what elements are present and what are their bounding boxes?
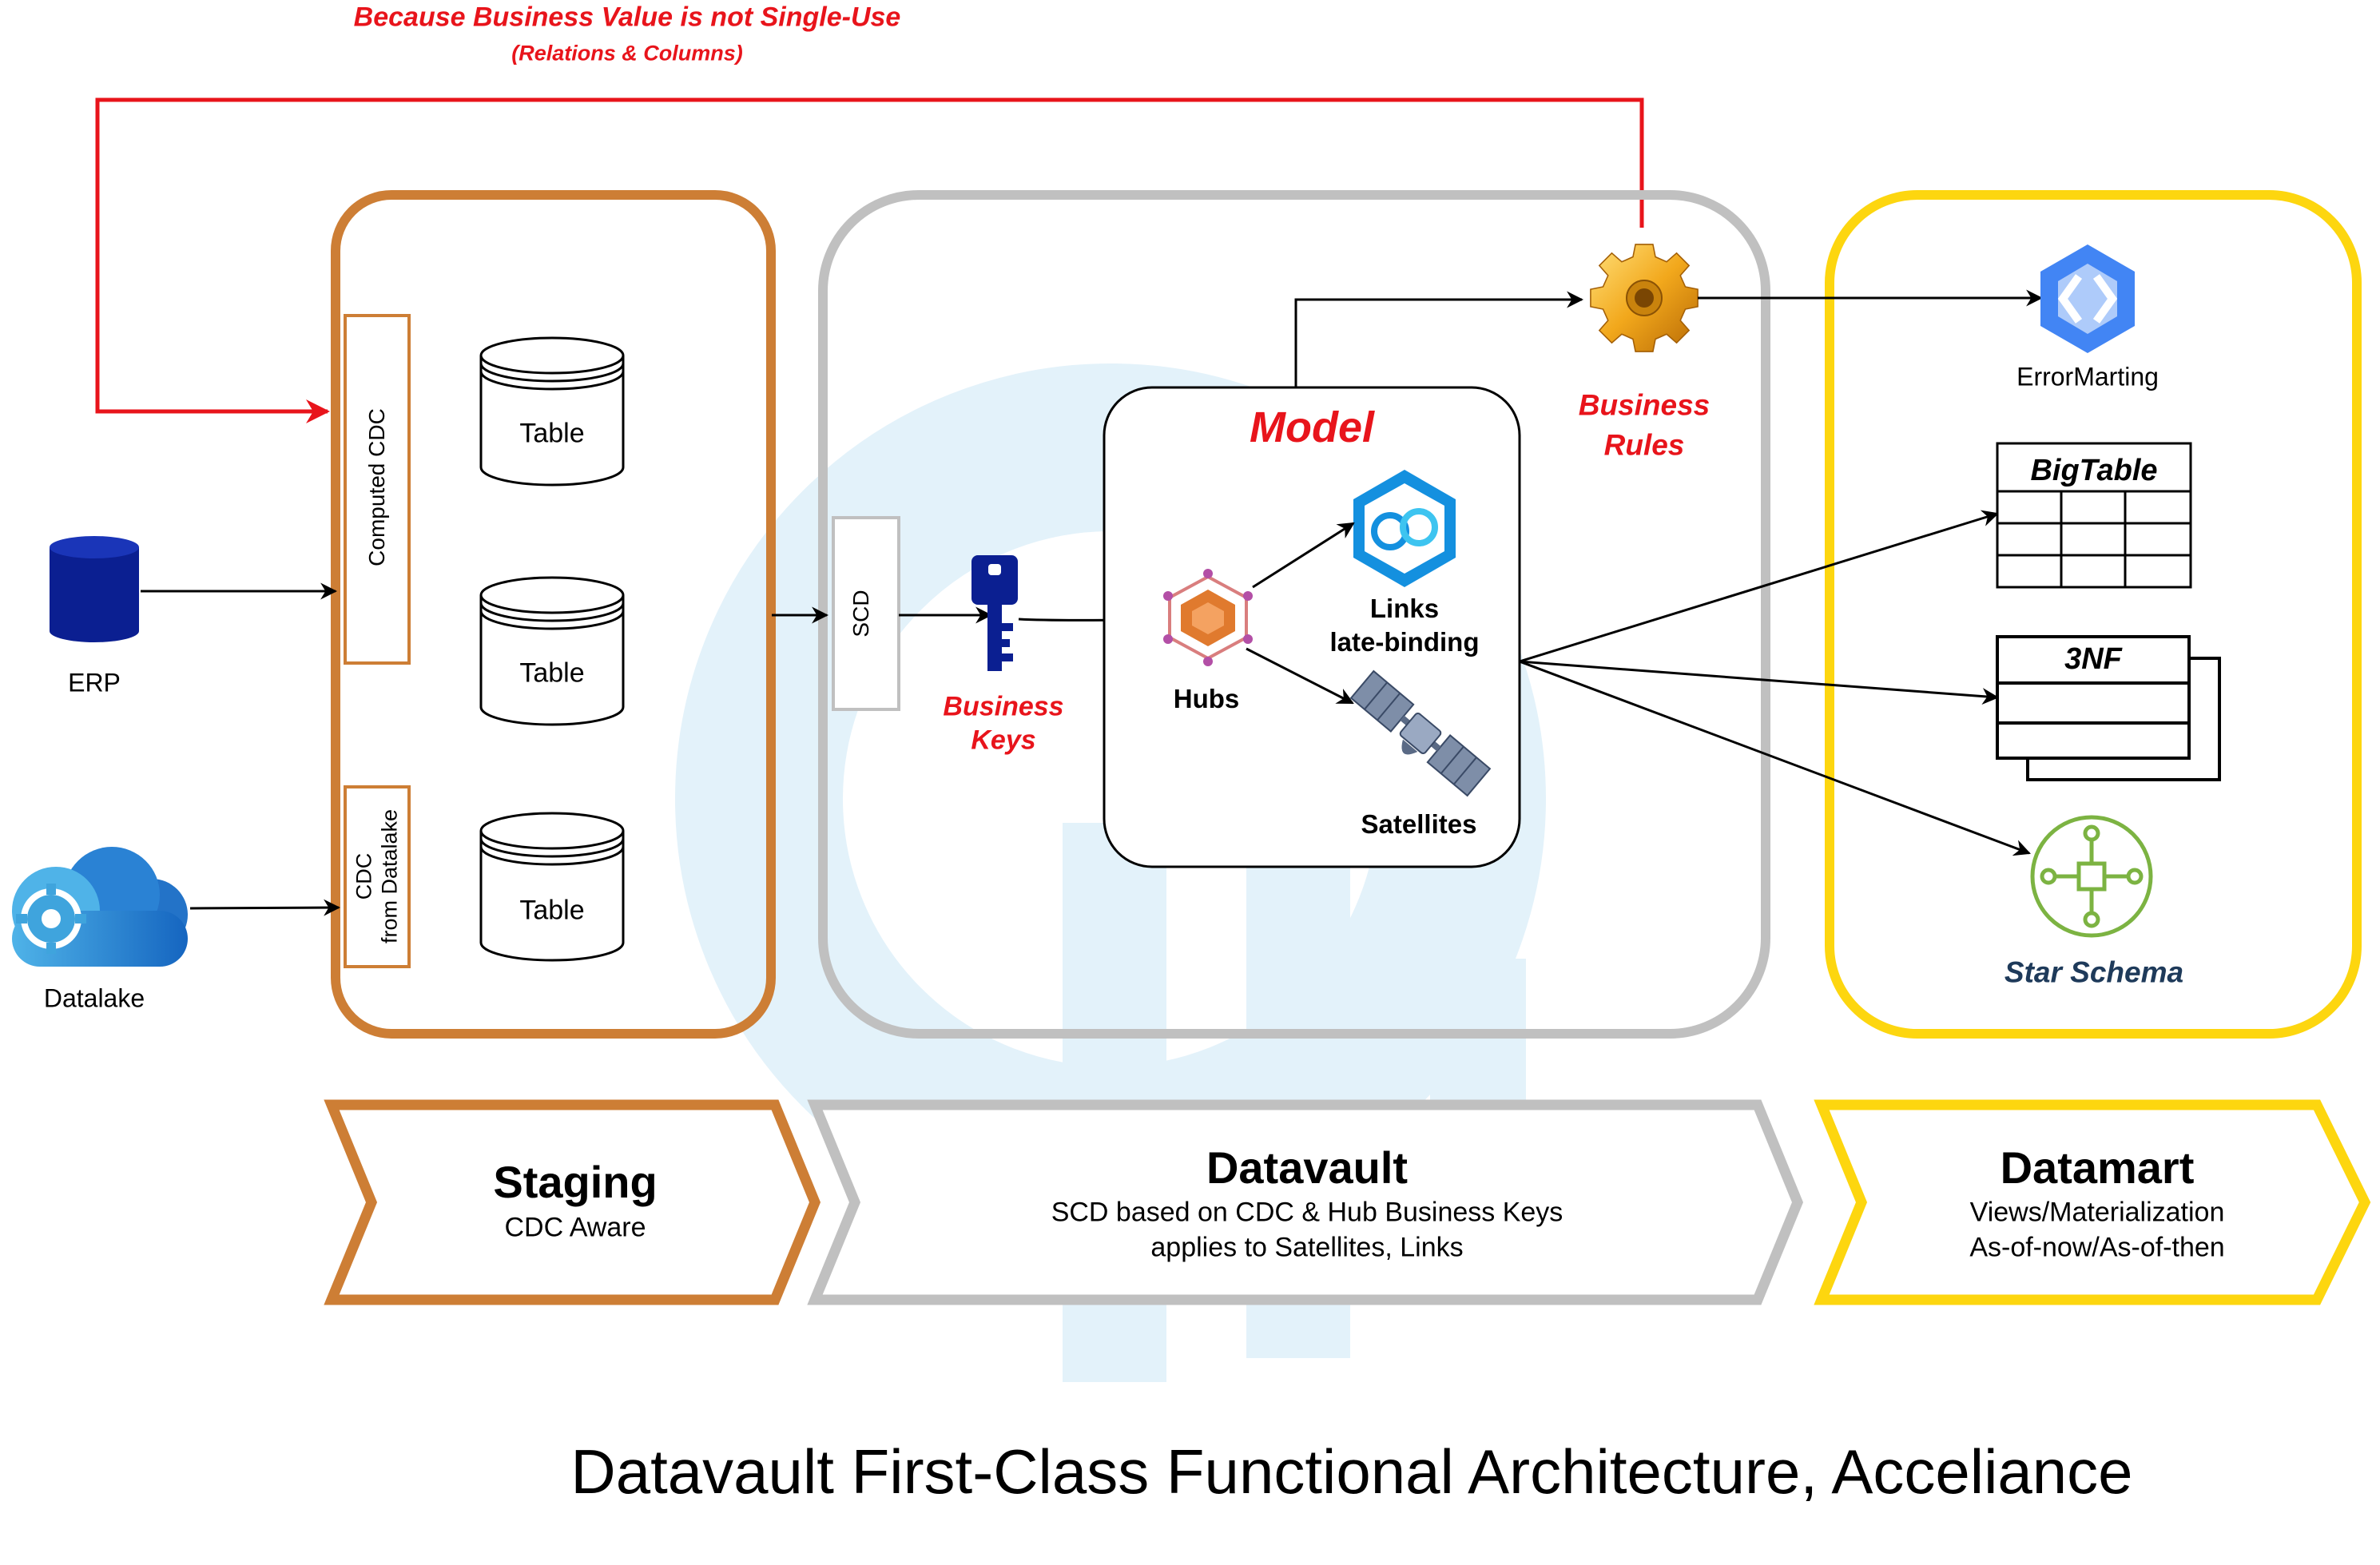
staging-table-label-1: Table [519, 418, 585, 449]
hubs-to-satellites-arrow [1246, 647, 1354, 705]
3nf-icon [1996, 635, 2221, 781]
model-title: Model [1250, 403, 1374, 451]
feedback-subtitle: (Relations & Columns) [511, 41, 743, 66]
datavault-phase-title: Datavault [1206, 1142, 1409, 1193]
business-rules-gear-icon [1590, 244, 1699, 352]
satellites-icon [1349, 669, 1492, 797]
footer-title: Datavault First-Class Functional Archite… [570, 1436, 2133, 1507]
staging-table-1 [479, 336, 625, 487]
satellites-label: Satellites [1361, 809, 1477, 840]
star-schema-label: Star Schema [2004, 955, 2184, 989]
model-to-bigtable-arrow [1519, 510, 2000, 663]
cdc-datalake-line2: from Datalake [378, 808, 402, 944]
datamart-phase-chevron [1814, 1099, 2371, 1305]
datalake-label: Datalake [43, 983, 145, 1013]
datalake-cloud-icon [12, 847, 188, 967]
datavault-phase-desc-line1: SCD based on CDC & Hub Business Keys [1051, 1197, 1563, 1228]
errormarting-icon [2040, 244, 2135, 353]
scd-box [832, 516, 900, 711]
staging-phase-chevron [324, 1099, 821, 1305]
erp-database-icon [50, 536, 139, 642]
business-keys-line1: Business [943, 691, 1064, 722]
business-key-icon [971, 555, 1018, 671]
hubs-icon [1163, 569, 1253, 666]
business-rules-line2: Rules [1603, 428, 1685, 462]
erp-label: ERP [68, 668, 121, 697]
links-label-line1: Links [1369, 594, 1440, 624]
computed-cdc-label: Computed CDC [364, 408, 390, 566]
feedback-arrow [95, 97, 1644, 423]
staging-table-2 [479, 576, 625, 726]
bigtable-icon [1996, 442, 2192, 589]
bigtable-label: BigTable [2030, 454, 2158, 488]
links-label-line2: late-binding [1329, 627, 1480, 657]
datamart-container [1825, 190, 2362, 1039]
datavault-phase-desc-line2: applies to Satellites, Links [1150, 1232, 1464, 1263]
errormarting-label: ErrorMarting [2016, 362, 2159, 391]
hubs-label: Hubs [1173, 684, 1240, 714]
datamart-phase-desc-line2: As-of-now/As-of-then [1969, 1232, 2225, 1263]
datamart-phase-desc-line1: Views/Materialization [1969, 1197, 2225, 1228]
cdc-datalake-label: CDC from Datalake [352, 809, 403, 943]
business-keys-line2: Keys [971, 725, 1036, 756]
datamart-phase-title: Datamart [2000, 1142, 2195, 1193]
model-to-rules-arrow [1294, 291, 1584, 387]
staging-table-label-2: Table [519, 657, 585, 689]
business-rules-line1: Business [1578, 388, 1711, 422]
cdc-datalake-box [344, 785, 411, 968]
staging-phase-title: Staging [493, 1156, 658, 1207]
hubs-to-links-arrow [1252, 522, 1355, 589]
scd-label: SCD [848, 590, 874, 638]
staging-table-label-3: Table [519, 895, 585, 926]
staging-container [331, 190, 776, 1039]
links-icon [1353, 470, 1456, 587]
staging-phase-desc: CDC Aware [504, 1212, 646, 1243]
3nf-label: 3NF [2064, 642, 2122, 677]
datavault-phase-chevron [807, 1099, 1804, 1305]
star-schema-icon [2030, 815, 2153, 938]
cdc-datalake-line1: CDC [352, 852, 376, 900]
staging-table-3 [479, 812, 625, 962]
feedback-title: Because Business Value is not Single-Use [353, 2, 901, 33]
computed-cdc-box [344, 314, 411, 665]
model-to-3nf-arrow [1519, 660, 2000, 705]
model-to-starschema-arrow [1519, 660, 2031, 856]
